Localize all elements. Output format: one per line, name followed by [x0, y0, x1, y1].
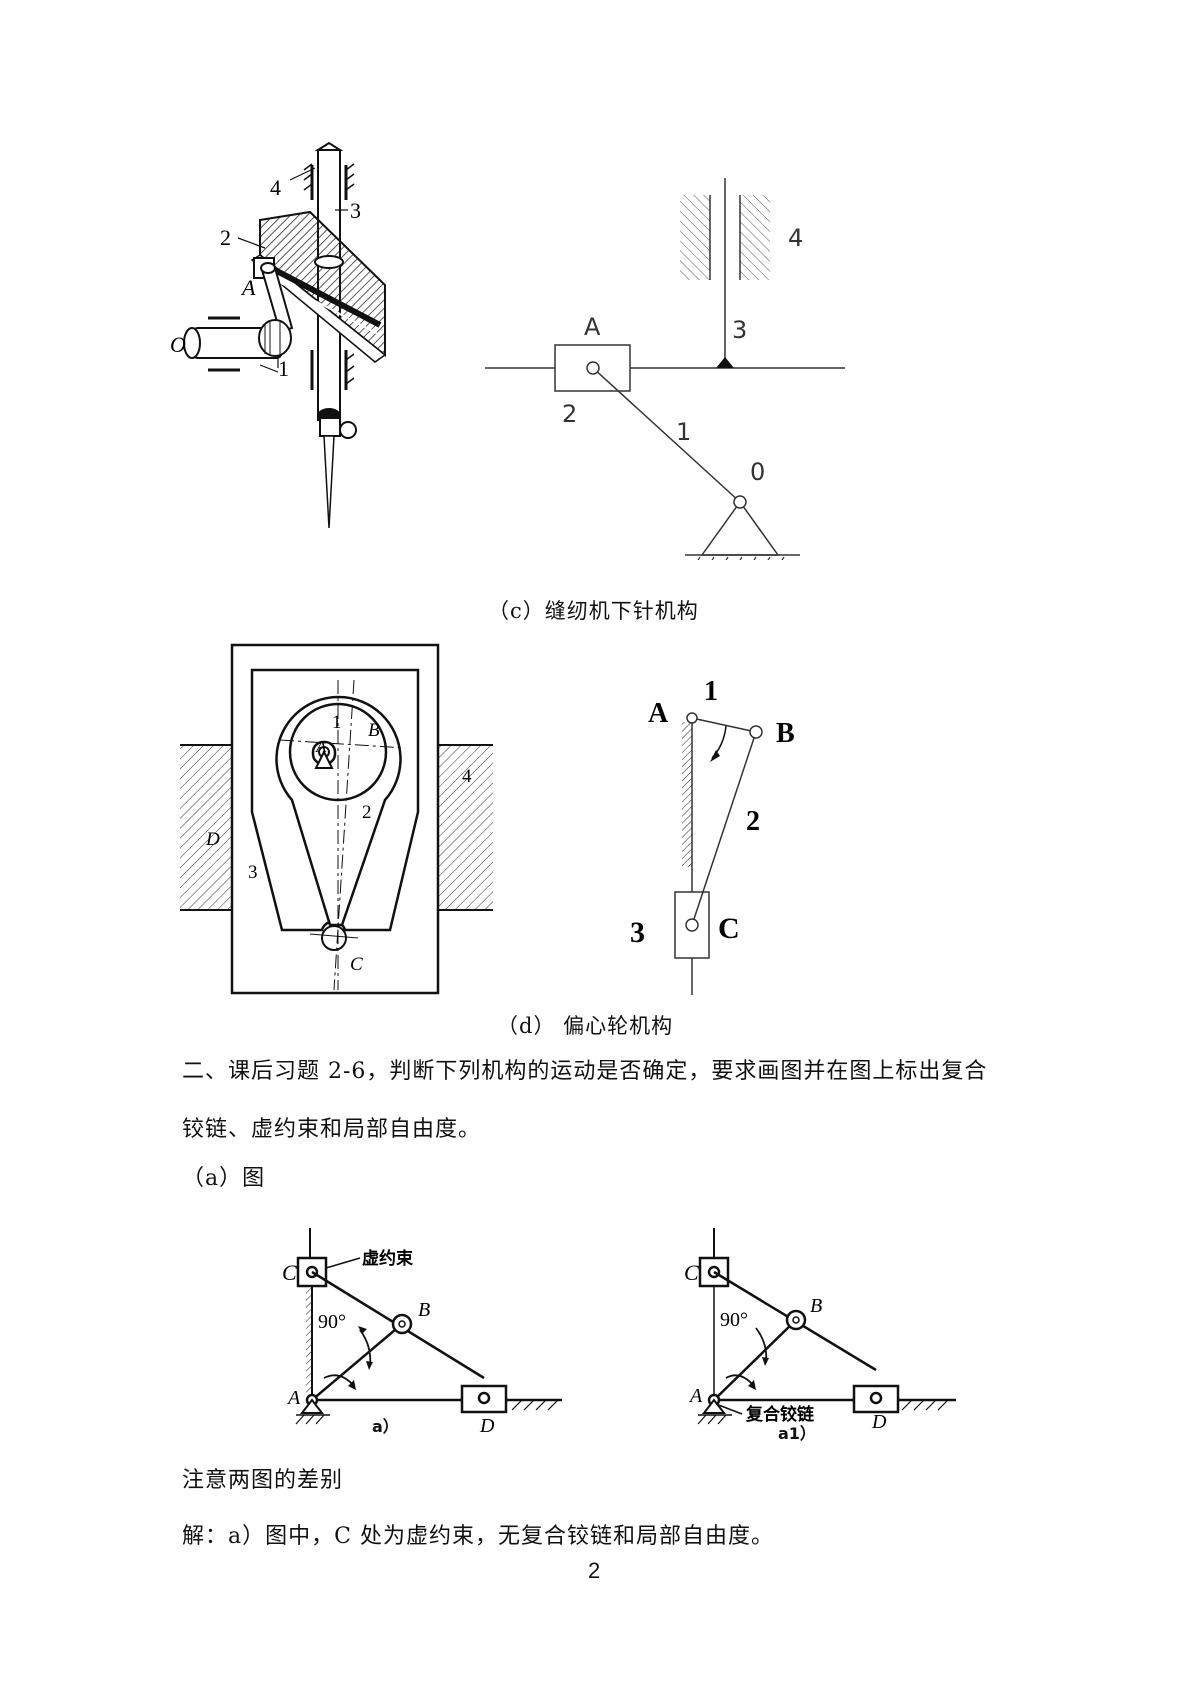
fig-c-pic-label-2: 2 [220, 225, 231, 250]
section2-line2: 铰链、虚约束和局部自由度。 [182, 1117, 482, 1142]
fig-a1-callout: 复合铰链 [745, 1404, 815, 1425]
fig-d-sch-label-c: C [718, 912, 740, 945]
fig-d-pic-label-4: 4 [462, 766, 472, 787]
section2-line1: 二、课后习题 2-6，判断下列机构的运动是否确定，要求画图并在图上标出复合 [182, 1059, 988, 1084]
fig-a1-label-c: C [684, 1260, 699, 1285]
crosshead [259, 210, 386, 358]
fig-a-label-b: B [418, 1299, 430, 1321]
fig-d-sch-label-3: 3 [630, 916, 645, 949]
fig-d-pic-label-c: C [350, 954, 363, 975]
figure-c-caption: （c）缝纫机下针机构 [488, 599, 699, 623]
fig-c-sch-label-0: 0 [750, 458, 765, 486]
fig-c-sch-label-3: 3 [732, 316, 747, 344]
fig-d-pic-label-2: 2 [362, 802, 372, 823]
figure-c-schematic: A 3 4 2 1 0 [485, 178, 845, 560]
fig-a-label-a: A [286, 1387, 301, 1409]
fig-a1-label-d: D [871, 1411, 887, 1428]
note-text: 注意两图的差别 [182, 1468, 344, 1493]
fig-d-pic-label-d: D [205, 829, 220, 850]
fig-d-sch-label-2: 2 [746, 806, 760, 837]
fig-a1-label-a: A [688, 1385, 703, 1407]
solution-text: 解：a）图中，C 处为虚约束，无复合铰链和局部自由度。 [182, 1524, 774, 1549]
section2-sub-a: （a）图 [182, 1166, 266, 1191]
fig-a1-tag: a1） [778, 1424, 816, 1443]
fig-d-pic-label-a: A [315, 737, 327, 756]
fig-a1-angle: 90° [720, 1309, 748, 1331]
fig-d-pic-label-1: 1 [332, 712, 342, 733]
fig-d-pic-label-b: B [368, 720, 380, 741]
fig-c-pic-label-3: 3 [350, 198, 361, 223]
fig-a-angle: 90° [318, 1311, 346, 1333]
fig-d-pic-label-3: 3 [248, 862, 258, 883]
fig-d-sch-label-1: 1 [704, 676, 718, 707]
figure-d-schematic: A 1 B 2 3 C [630, 676, 795, 995]
figure-a-left: 虚约束 C B A D 90° [282, 1228, 562, 1433]
fig-a1-label-b: B [810, 1295, 822, 1317]
fig-c-pic-label-4: 4 [270, 175, 281, 200]
page-number: 2 [588, 1558, 601, 1583]
fig-d-sch-label-b: B [776, 718, 795, 749]
fig-c-sch-label-a: A [584, 313, 601, 341]
fig-a-label-d: D [479, 1415, 495, 1433]
fig-a-callout: 虚约束 [362, 1248, 413, 1269]
fig-a-label-c: C [282, 1260, 297, 1285]
needle [323, 435, 335, 529]
figure-d-pictorial: 1 B A 2 4 D 3 C [180, 643, 493, 995]
fig-c-sch-label-1: 1 [676, 418, 691, 446]
figure-a1-right: 复合铰链 C B A D 90° [684, 1228, 956, 1428]
figure-c-pictorial: 4 3 2 A O 1 [170, 141, 387, 529]
fig-c-sch-label-4: 4 [788, 224, 803, 252]
fig-c-pic-label-1: 1 [278, 356, 289, 381]
fig-c-pic-label-o: O [170, 332, 186, 357]
figure-d-caption: （d） 偏心轮机构 [497, 1014, 674, 1038]
fig-c-sch-label-2: 2 [562, 400, 577, 428]
fig-d-sch-label-a: A [648, 698, 669, 729]
fig-c-pic-label-a: A [240, 275, 256, 300]
fig-a-tag: a） [372, 1417, 399, 1436]
